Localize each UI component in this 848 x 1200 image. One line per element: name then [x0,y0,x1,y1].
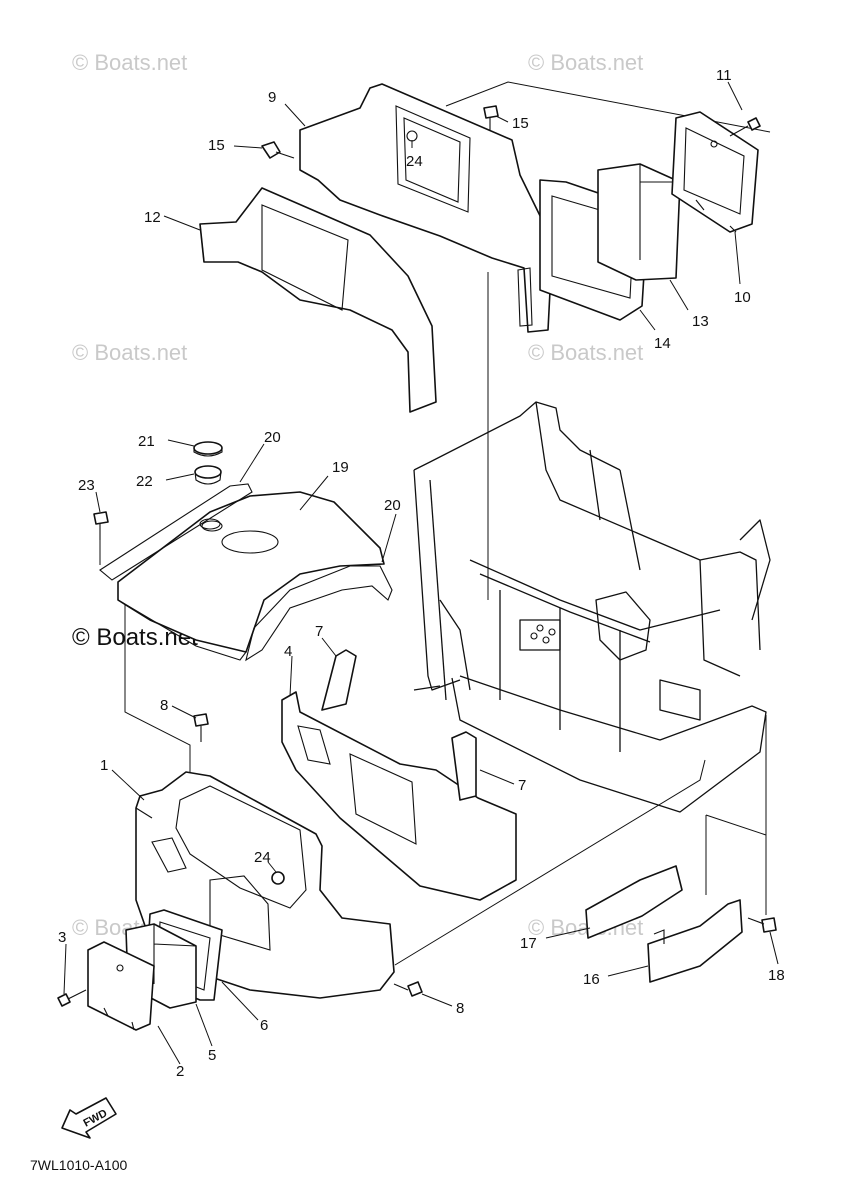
part-24-nut-lower [271,871,285,885]
part-15-bolt-right [483,105,499,130]
callout-19: 19 [332,459,349,476]
callout-7-upper: 7 [315,623,323,640]
callout-24-upper: 24 [406,153,423,170]
callout-8-upper: 8 [160,697,168,714]
callout-2: 2 [176,1063,184,1080]
callout-14: 14 [654,335,671,352]
diagram-code: 7WL1010-A100 [30,1157,128,1173]
part-8-bolt-upper [193,713,209,742]
watermark-mid-left: © Boats.net [72,340,187,365]
callout-numbers: 1 2 3 4 5 6 7 7 8 8 9 10 11 12 13 14 15 … [58,67,785,1080]
part-10-cover [671,111,759,233]
part-11-screw [729,117,761,137]
part-20-trim-strips [99,483,393,662]
callout-leaders [63,81,779,1065]
part-2-cover [87,941,155,1031]
callout-5: 5 [208,1047,216,1064]
callout-17: 17 [520,935,537,952]
fwd-arrow-icon: FWD [61,1097,117,1139]
part-7-foam-upper [321,649,357,711]
callout-11: 11 [716,67,732,84]
callout-8-lower: 8 [456,1000,464,1017]
callout-6: 6 [260,1017,268,1034]
callout-22: 22 [136,473,153,490]
part-15-bolt-left [261,141,295,159]
callout-20-lower: 20 [384,497,401,514]
callout-20-upper: 20 [264,429,281,446]
callout-16: 16 [583,971,600,988]
part-8-bolt-lower [393,981,423,997]
part-13-filter [597,163,681,281]
callout-4: 4 [284,643,292,660]
part-17-pad [585,865,683,939]
callout-15-left: 15 [208,137,225,154]
callout-7-lower: 7 [518,777,526,794]
part-22-grommet [194,465,223,532]
part-16-plate [647,899,743,983]
callout-10: 10 [734,289,751,306]
watermark-top-left: © Boats.net [72,50,187,75]
part-4-inner-panel [281,691,517,901]
callout-1: 1 [100,757,108,774]
watermark-top-right: © Boats.net [528,50,643,75]
part-21-cap [193,441,223,457]
part-3-screw [57,989,87,1007]
part-12-seal-strip [199,187,437,413]
callout-9: 9 [268,89,276,106]
callout-12: 12 [144,209,161,226]
part-23-bolt [93,511,109,540]
part-7-foam-lower [451,731,477,801]
part-19-top-hood [117,491,385,661]
callout-3: 3 [58,929,66,946]
callout-23: 23 [78,477,95,494]
part-18-bolt [747,917,777,933]
callout-21: 21 [138,433,155,450]
callout-13: 13 [692,313,709,330]
callout-24-lower: 24 [254,849,271,866]
callout-18: 18 [768,967,785,984]
part-9-rear-panel [299,83,553,333]
watermark-mid-right: © Boats.net [528,340,643,365]
callout-15-right: 15 [512,115,529,132]
chassis-frame [413,401,771,813]
